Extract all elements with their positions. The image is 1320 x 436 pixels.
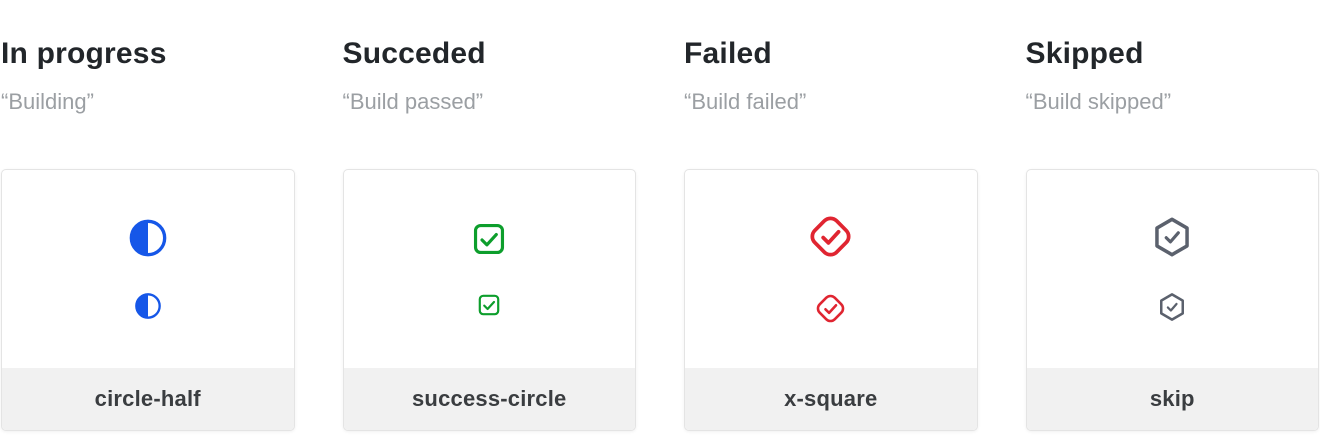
column-subtitle: “Build skipped”: [1025, 89, 1172, 114]
icon-card: circle-half: [1, 169, 295, 431]
column-title: In progress: [1, 37, 167, 70]
icon-preview-area: [2, 170, 294, 368]
status-column-skipped: Skipped “Build skipped” skip: [1025, 0, 1319, 436]
check-square-icon: [478, 294, 500, 316]
icon-name-footer: success-circle: [343, 368, 635, 430]
status-column-in-progress: In progress “Building” circle-half: [1, 0, 295, 436]
icon-name-label: circle-half: [94, 386, 201, 411]
check-hexagon-icon: [1160, 293, 1185, 321]
status-column-failed: Failed “Build failed” x-square: [684, 0, 978, 436]
icon-name-label: success-circle: [412, 386, 567, 411]
icon-name-footer: x-square: [685, 368, 977, 430]
circle-half-icon: [129, 219, 167, 257]
column-title: Succeded: [342, 37, 486, 70]
column-subtitle: “Build failed”: [684, 89, 807, 114]
icon-card: skip: [1025, 169, 1319, 431]
check-diamond-icon: [810, 216, 851, 257]
icon-name-label: skip: [1149, 386, 1195, 411]
icon-preview-area: [685, 170, 977, 368]
icon-name-label: x-square: [784, 386, 878, 411]
icon-card: success-circle: [342, 169, 636, 431]
check-diamond-icon: [816, 294, 845, 323]
icon-preview-area: [344, 170, 636, 368]
column-subtitle: “Building”: [1, 89, 94, 114]
column-subtitle: “Build passed”: [342, 89, 484, 114]
icon-card: x-square: [684, 169, 978, 431]
icon-name-footer: skip: [1026, 368, 1318, 430]
column-title: Skipped: [1025, 37, 1144, 70]
check-hexagon-icon: [1155, 217, 1190, 257]
icon-name-footer: circle-half: [2, 368, 294, 430]
circle-half-icon: [134, 293, 161, 319]
icon-preview-area: [1027, 170, 1319, 368]
check-square-icon: [474, 223, 505, 255]
column-title: Failed: [684, 37, 772, 70]
status-column-succeeded: Succeded “Build passed” success-circle: [342, 0, 636, 436]
